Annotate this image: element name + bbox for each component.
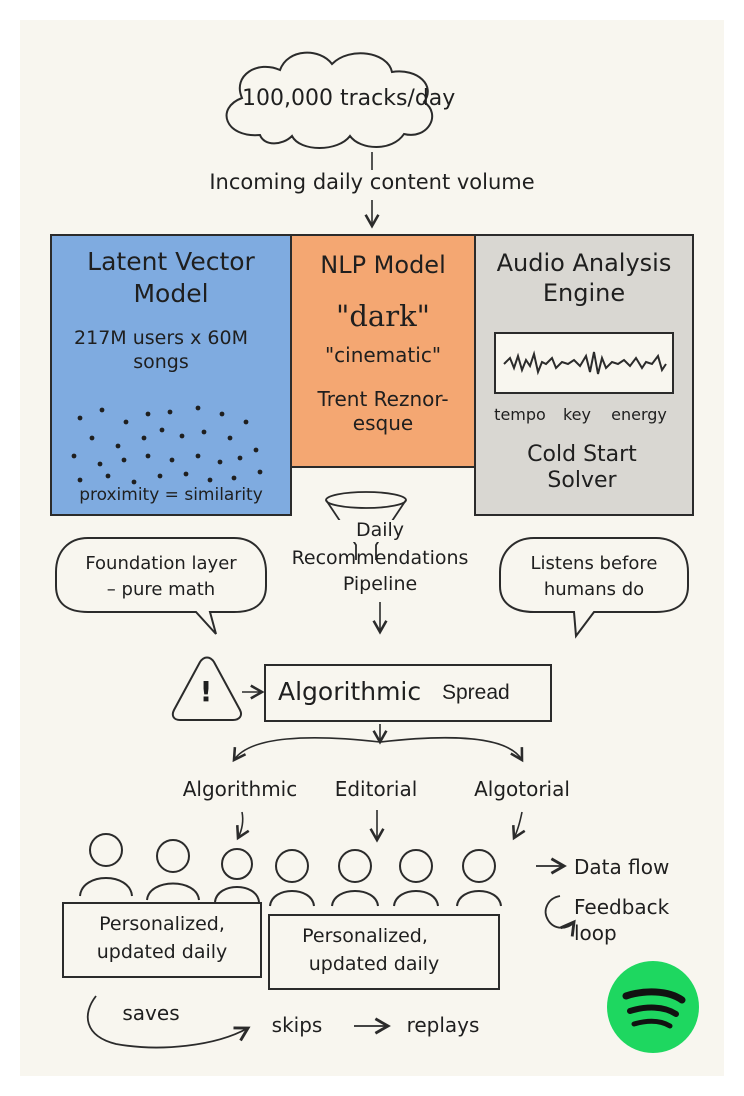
nlp-term-reznor-line2: esque [352, 411, 414, 435]
branch-algorithmic: Algorithmic [182, 777, 298, 801]
funnel-rim [325, 491, 407, 509]
bubble-right-line1: Listens before [530, 553, 658, 574]
algorithmic-arrow [236, 811, 250, 841]
personalized-box-left: Personalized, updated daily [62, 902, 262, 978]
feedback-saves: saves [122, 1001, 180, 1025]
user-icon [214, 848, 260, 903]
user-icon [269, 849, 315, 907]
user-icon [331, 849, 379, 907]
spread-label-suffix: Spread [442, 681, 510, 704]
nlp-model-panel: NLP Model "dark" "cinematic" Trent Rezno… [290, 234, 476, 468]
bubble-left-line1: Foundation layer [85, 553, 237, 574]
source-volume-label: 100,000 tracks/day [242, 86, 456, 111]
latent-footer: proximity = similarity [79, 485, 263, 505]
source-cloud-shape [225, 51, 434, 149]
feedback-skips: skips [271, 1013, 323, 1037]
feedback-curve [86, 995, 251, 1049]
pipeline-line1: Daily [310, 519, 450, 542]
branch-algotorial: Algotorial [474, 777, 570, 801]
legend-feedback-line1: Feedback [574, 895, 670, 919]
latent-title-line2: Model [133, 279, 209, 308]
waveform-icon [503, 350, 667, 376]
audio-sub-line1: Cold Start [527, 442, 637, 467]
nlp-term-cinematic: "cinematic" [324, 343, 442, 367]
pipeline-line3: Pipeline [342, 573, 418, 595]
audio-title-line2: Engine [542, 279, 626, 307]
branch-left [232, 737, 381, 763]
personalized-left-line1: Personalized, [99, 913, 225, 935]
audio-sub-line2: Solver [547, 468, 617, 493]
nlp-term-reznor-line1: Trent Reznor- [317, 387, 449, 411]
personalized-box-right: Personalized, updated daily [268, 914, 500, 990]
bubble-right-shape [499, 537, 689, 639]
connector-layer [55, 51, 689, 1049]
user-icon [79, 833, 133, 897]
personalized-left-line2: updated daily [96, 941, 228, 963]
spotify-logo-icon [607, 961, 699, 1053]
pipeline-line2: Recommendations [291, 547, 469, 569]
nlp-title: NLP Model [320, 251, 446, 279]
warning-triangle-shape [171, 656, 243, 721]
nlp-term-dark: "dark" [336, 299, 430, 333]
warning-triangle-icon: ! [199, 675, 213, 708]
user-icon [146, 839, 200, 901]
audio-title-line1: Audio Analysis [496, 249, 672, 277]
audio-feature-key: key [562, 405, 591, 424]
branch-right [379, 737, 524, 763]
bubble-left-shape [55, 537, 267, 635]
legend-feedback-line2: loop [574, 921, 617, 945]
latent-stat-line1: 217M users x 60M [74, 327, 248, 349]
algorithmic-spread-box: Algorithmic Spread [264, 664, 552, 722]
diagram-canvas: 100,000 tracks/day Incoming daily conten… [20, 20, 724, 1076]
audio-feature-tempo: tempo [494, 405, 546, 424]
user-icon [456, 849, 502, 907]
feedback-replays: replays [406, 1013, 480, 1037]
audio-analysis-panel: Audio Analysis Engine tempo key energy C… [474, 234, 694, 516]
latent-stat-line2: songs [133, 351, 189, 373]
user-icon [393, 849, 439, 907]
bubble-left-line2: – pure math [106, 579, 216, 600]
personalized-right-line2: updated daily [308, 953, 440, 975]
vector-scatter-dots [71, 405, 263, 485]
spread-label-main: Algorithmic [278, 677, 422, 706]
latent-vector-panel: Latent Vector Model 217M users x 60M son… [50, 234, 292, 516]
source-caption: Incoming daily content volume [209, 170, 535, 194]
personalized-right-line1: Personalized, [302, 925, 428, 947]
audio-feature-energy: energy [611, 405, 667, 424]
latent-title-line1: Latent Vector [87, 247, 255, 276]
waveform-frame [494, 332, 674, 394]
branch-editorial: Editorial [334, 777, 418, 801]
bubble-right-line2: humans do [543, 579, 645, 600]
legend-data-flow: Data flow [574, 855, 670, 879]
algotorial-arrow [512, 811, 526, 841]
funnel-body [325, 499, 407, 560]
feedback-loop-icon [544, 895, 576, 937]
